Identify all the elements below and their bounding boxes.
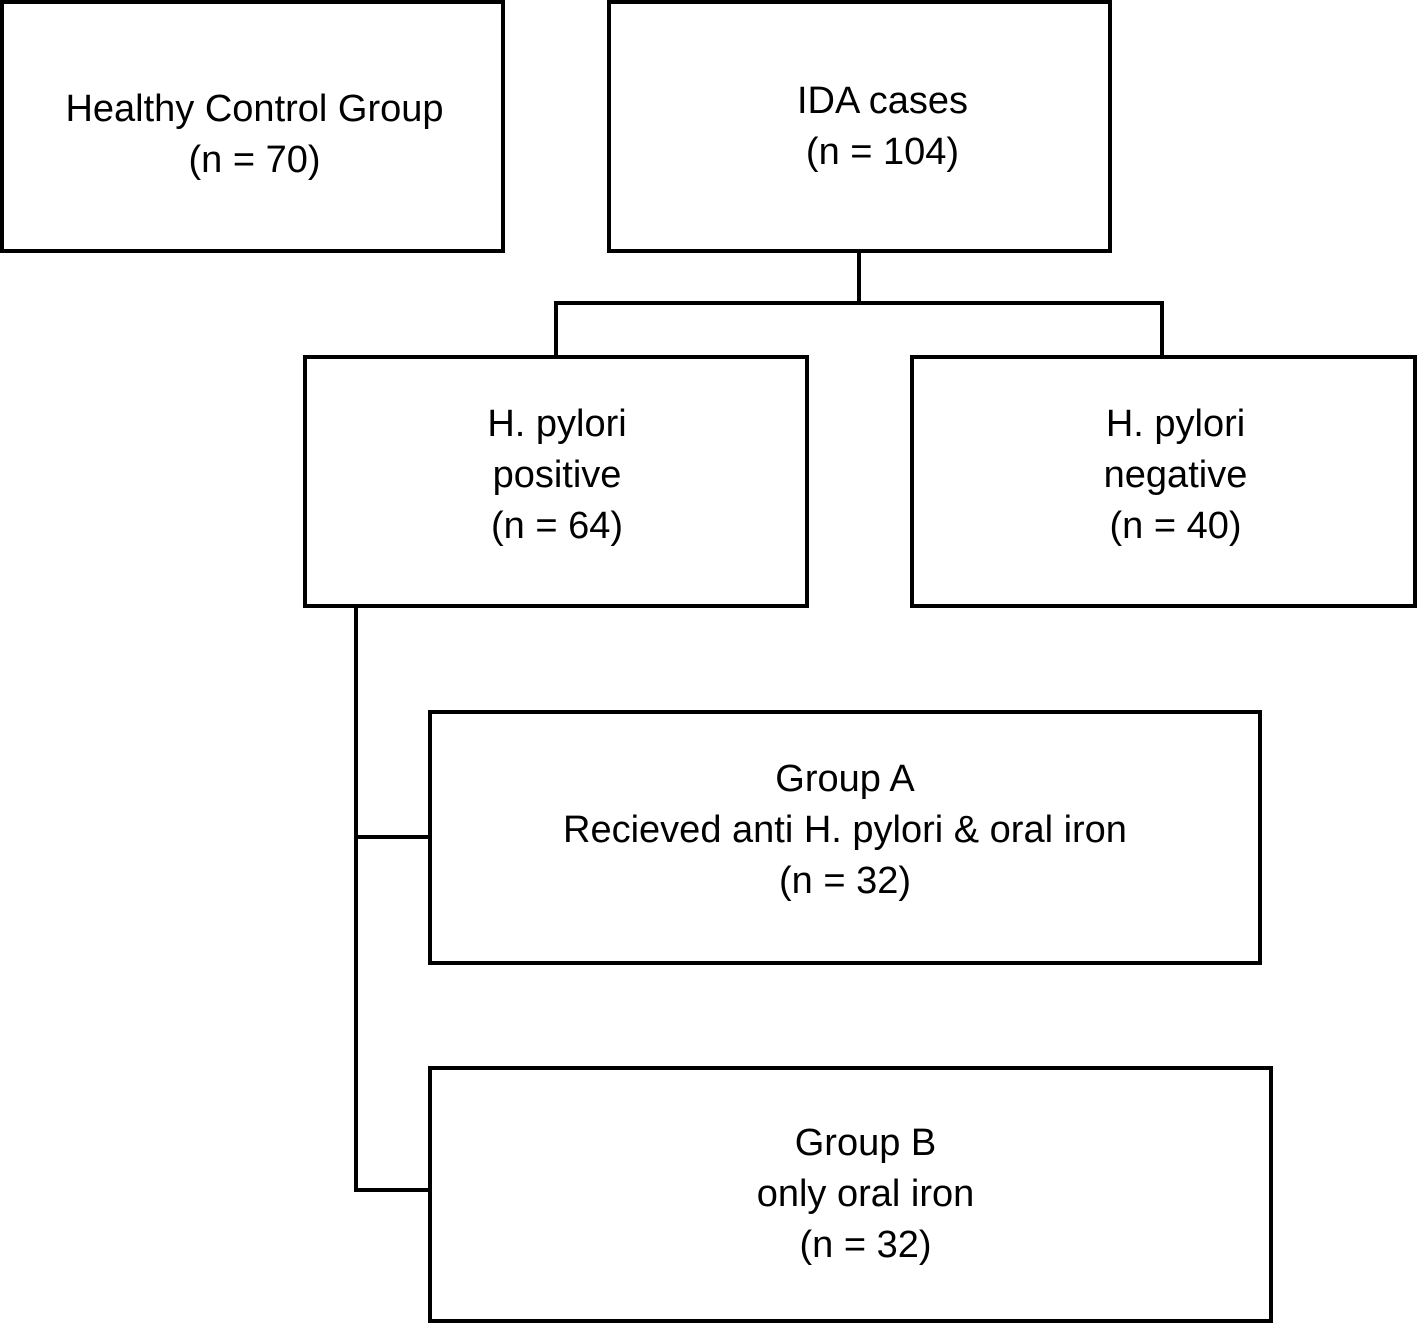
- negative-title: H. pylori: [1105, 403, 1246, 445]
- negative-count: (n = 40): [1109, 505, 1242, 547]
- healthy-title: Healthy Control Group: [65, 88, 444, 130]
- group-b-treatment: only oral iron: [756, 1173, 975, 1215]
- group-a-count: (n = 32): [778, 860, 912, 902]
- ida-title: IDA cases: [796, 80, 969, 122]
- h-pylori-negative-box: H. pylori negative (n = 40): [910, 355, 1417, 608]
- connector-to-positive: [554, 301, 558, 357]
- connector-horizontal-split: [554, 301, 1164, 305]
- ida-count: (n = 104): [805, 131, 960, 173]
- group-b-box: Group B only oral iron (n = 32): [428, 1066, 1273, 1323]
- group-a-title: Group A: [775, 758, 915, 800]
- connector-to-negative: [1160, 301, 1164, 357]
- group-b-title: Group B: [794, 1122, 937, 1164]
- h-pylori-positive-box: H. pylori positive (n = 64): [303, 355, 809, 608]
- group-b-count: (n = 32): [799, 1224, 932, 1266]
- negative-status: negative: [1103, 454, 1248, 496]
- positive-status: positive: [492, 454, 622, 496]
- healthy-count: (n = 70): [188, 139, 321, 181]
- healthy-control-box: Healthy Control Group (n = 70): [0, 0, 505, 253]
- connector-to-group-a: [354, 835, 430, 839]
- group-a-treatment: Recieved anti H. pylori & oral iron: [563, 809, 1127, 851]
- connector-positive-down: [354, 606, 358, 1192]
- ida-cases-box: IDA cases (n = 104): [607, 0, 1112, 253]
- positive-count: (n = 64): [490, 505, 624, 547]
- group-a-box: Group A Recieved anti H. pylori & oral i…: [428, 710, 1262, 965]
- connector-to-group-b: [354, 1188, 430, 1192]
- connector-ida-down: [857, 251, 861, 303]
- positive-title: H. pylori: [487, 403, 627, 445]
